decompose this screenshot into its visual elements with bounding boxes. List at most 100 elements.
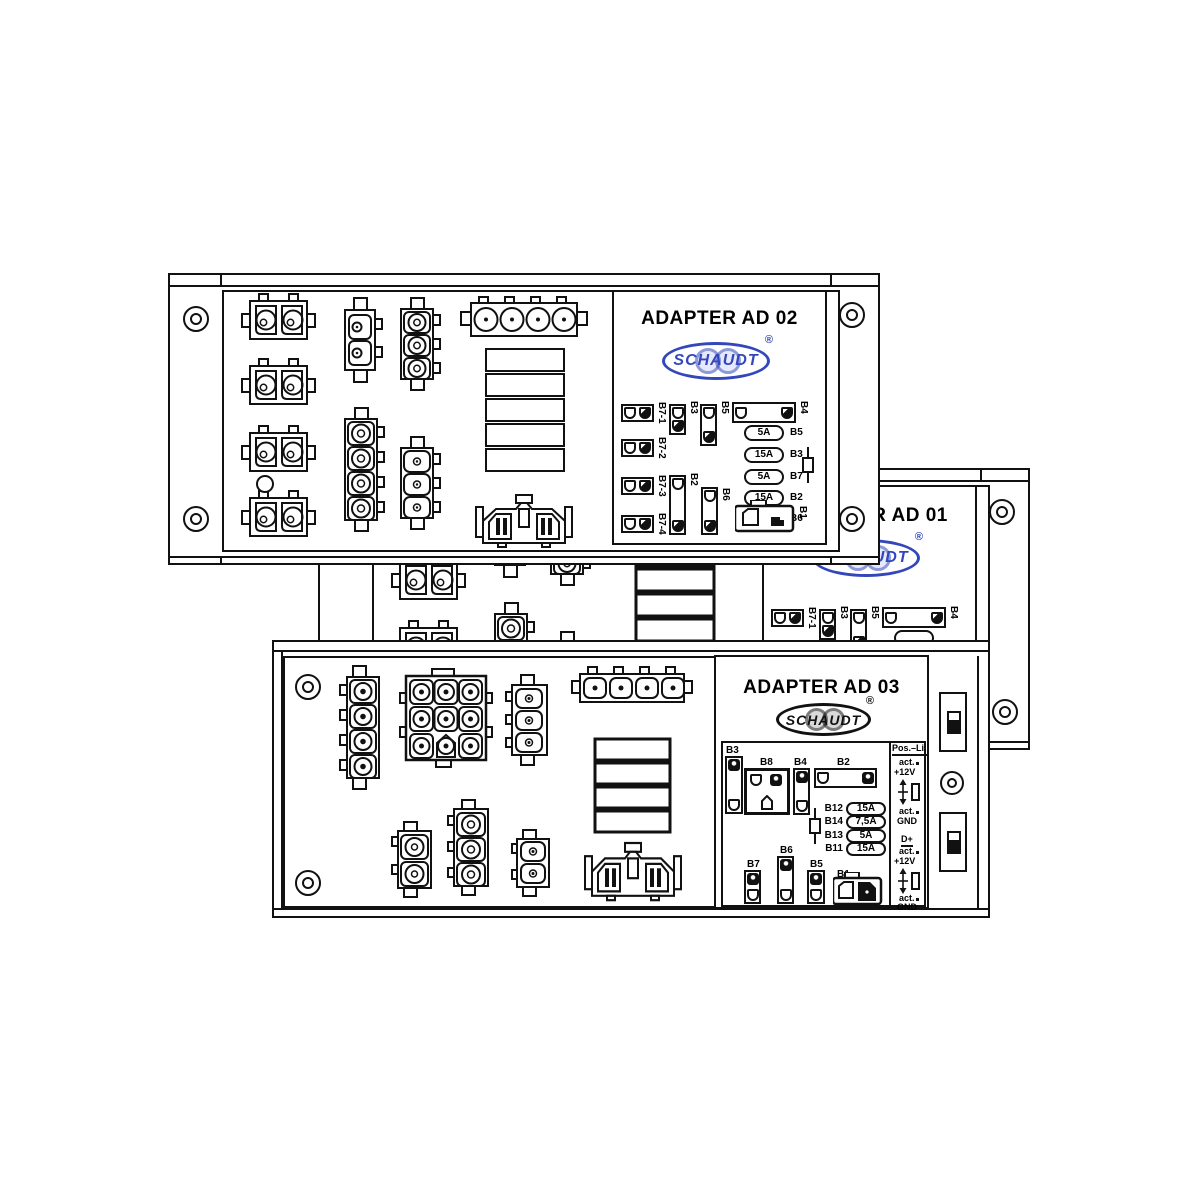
switch-knob-black <box>947 722 961 734</box>
io-12v-label: +12V <box>894 767 916 777</box>
connector-label: B5 <box>719 401 730 414</box>
connector-label: B7-3 <box>656 475 667 497</box>
connector-label: B5 <box>810 859 823 870</box>
pin-pocket <box>817 772 829 784</box>
screw-hole <box>940 771 964 795</box>
pin-pocket <box>862 772 874 784</box>
connector-b5 <box>807 870 825 904</box>
pin-pocket <box>885 611 897 624</box>
fuse-pill: 15A <box>846 842 886 856</box>
dot-icon <box>915 762 919 765</box>
pin-pocket <box>779 889 792 901</box>
registered-mark: ® <box>764 334 773 346</box>
connector-2pin <box>241 358 316 405</box>
logo-text: SCHAUDT <box>673 352 759 369</box>
io-12v-label: +12V <box>894 856 916 866</box>
pin-pocket <box>624 442 636 454</box>
connector-label: B3 <box>688 401 699 414</box>
pin-pocket <box>821 612 834 624</box>
connector-3pin-vertical <box>400 436 441 530</box>
connector-b3 <box>819 609 836 640</box>
panel-adapter-ad02: ADAPTER AD 02 SCHAUDT ® B7-1 B7-2 B7-3 B… <box>168 273 880 565</box>
mains-connector <box>475 494 573 548</box>
pin-pocket <box>810 873 822 885</box>
pin-pocket <box>774 612 786 624</box>
pin-pocket <box>671 520 684 532</box>
pin-pocket <box>750 774 762 786</box>
screw-hole <box>839 302 865 328</box>
registered-mark: ® <box>865 695 874 707</box>
control-box-ad03: ADAPTER AD 03 SCHAUDT ® B3 B8 B4 B2 B <box>714 655 929 912</box>
connector-b7-4 <box>621 515 654 533</box>
connector-label: B7-4 <box>656 513 667 535</box>
connector-9pin-square <box>398 667 494 769</box>
connector-3pin-vertical <box>447 799 489 896</box>
connector-b1 <box>833 872 883 905</box>
connector-b4 <box>732 402 796 423</box>
dot-icon <box>915 898 919 901</box>
mains-connector <box>583 841 683 902</box>
connector-4pin-vertical <box>344 407 385 532</box>
schaudt-logo: SCHAUDT ® <box>662 334 773 380</box>
pin-pocket <box>702 431 715 443</box>
connector-2pin <box>241 425 316 472</box>
pin-pocket <box>671 420 684 432</box>
screw-hole <box>183 506 209 532</box>
connector-label: B1 <box>837 869 850 880</box>
connector-4pin-horizontal <box>460 296 588 337</box>
connector-label: B4 <box>798 401 809 414</box>
pin-pocket <box>703 520 716 532</box>
board-area <box>222 290 840 552</box>
connector-2pin <box>241 490 316 537</box>
connector-label: B2 <box>837 757 850 768</box>
connector-b6 <box>701 487 718 535</box>
pin-pocket <box>624 518 636 530</box>
board-connectors <box>339 665 693 902</box>
fuse-circuit-label: B7 <box>790 471 803 482</box>
bracket-fold <box>830 275 832 285</box>
control-box-ad02: ADAPTER AD 02 SCHAUDT ® B7-1 B7-2 B7-3 B… <box>612 290 827 545</box>
pin-pocket <box>746 889 759 901</box>
connector-label: B1 <box>797 506 808 519</box>
fuse-circuit-label: B6 <box>790 513 803 524</box>
fuse-circuit-label: B12 <box>824 803 843 814</box>
pin-pocket <box>639 442 651 454</box>
connector-b7-1 <box>771 609 804 627</box>
connector-3pin-vertical <box>505 674 548 766</box>
pin-pocket <box>795 771 808 783</box>
connector-b7-3 <box>621 477 654 495</box>
connector-3pin-vertical <box>400 297 441 391</box>
io-switch-icon <box>898 779 920 805</box>
connector-b8 <box>744 768 790 815</box>
pin-pocket <box>810 889 822 901</box>
screw-hole <box>183 306 209 332</box>
panel-title: ADAPTER AD 02 <box>641 308 798 329</box>
pin-pocket <box>821 625 834 637</box>
slide-switch <box>939 812 967 872</box>
pin-pocket <box>789 612 801 624</box>
connector-label: B4 <box>948 606 959 619</box>
connector-2pin-vertical <box>511 829 550 897</box>
bottom-rail <box>170 556 878 558</box>
dot-icon <box>915 811 919 814</box>
fuse-pill: 5A <box>846 829 886 843</box>
bracket-fold <box>220 556 222 563</box>
pin-pocket <box>931 611 943 624</box>
logo-circle-icon <box>822 708 845 731</box>
connector-b2 <box>814 768 877 788</box>
screw-hole <box>295 870 321 896</box>
io-act-label: act. <box>899 758 919 767</box>
bracket-fold <box>220 275 222 285</box>
connector-2pin <box>241 293 316 340</box>
board-connectors <box>241 293 588 548</box>
connector-b3 <box>669 404 686 435</box>
connector-b1 <box>735 500 795 533</box>
switch-knob-white <box>947 711 961 722</box>
fuse-pill: 7,5A <box>846 815 886 829</box>
schaudt-logo: SCHAUDT ® <box>776 695 874 736</box>
connector-b7 <box>744 870 761 904</box>
panel-title: ADAPTER AD 03 <box>743 677 900 698</box>
pin-pocket <box>728 799 740 811</box>
io-act-label: act. <box>899 847 919 856</box>
